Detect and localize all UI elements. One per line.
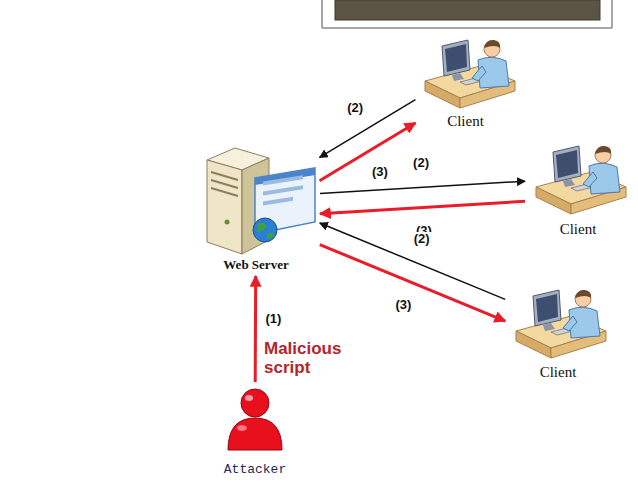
attack-arrow	[320, 245, 505, 321]
client-node: Client	[418, 32, 513, 130]
step-number: (3)	[370, 165, 390, 179]
node-label: Client	[447, 113, 484, 130]
client-figure	[536, 146, 626, 214]
step-number: (2)	[411, 156, 431, 170]
title-bar-ornament	[322, 0, 612, 28]
request-arrow	[320, 100, 416, 158]
attacker-node: Attacker	[220, 385, 290, 477]
step-number: (3)	[393, 298, 413, 312]
attacker-figure	[228, 389, 282, 450]
attack-caption: Malicious script	[264, 340, 364, 377]
server-node: Web Server	[195, 142, 317, 273]
request-arrow	[320, 223, 505, 299]
attack-arrow	[254, 276, 257, 382]
node-label: Client	[560, 221, 597, 238]
server-figure	[207, 148, 315, 254]
client-node: Client	[528, 138, 628, 238]
request-arrow	[320, 181, 525, 193]
client-figure	[425, 40, 515, 108]
node-label: Client	[540, 364, 577, 381]
attack-arrow	[320, 123, 416, 181]
node-label: Attacker	[224, 462, 286, 477]
client-node: Client	[508, 283, 608, 381]
step-number: (2)	[345, 101, 365, 115]
attack-arrow	[320, 201, 525, 213]
step-number: (1)	[264, 312, 284, 326]
step-number: (2)	[412, 232, 432, 246]
client-figure	[516, 290, 606, 358]
node-label: Web Server	[223, 257, 288, 273]
